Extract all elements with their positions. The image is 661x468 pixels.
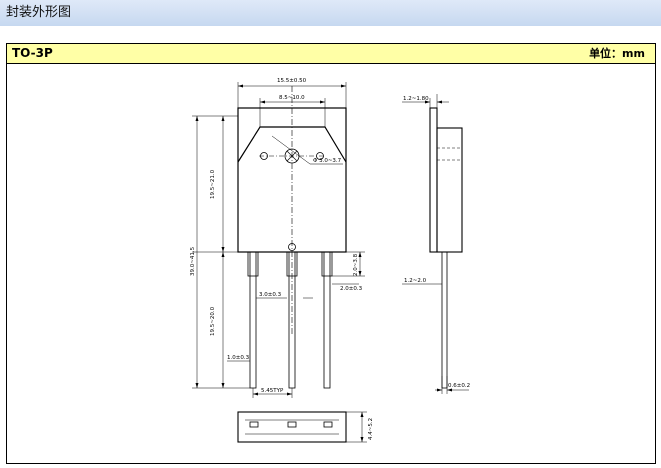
- dim-lead-thickness: 0.6±0.2: [448, 383, 470, 389]
- side-body: [436, 127, 463, 253]
- dim-lower-height: 19.5~20.0: [210, 306, 216, 336]
- dim-pin-width-left: 1.0±0.3: [227, 355, 250, 361]
- dim-body-width: 15.5±0.50: [277, 78, 307, 84]
- bottom-view: [237, 411, 347, 443]
- pin-right: [323, 251, 331, 389]
- side-lead: [441, 251, 448, 389]
- dim-pin-pitch: 5.45TYP: [261, 388, 284, 394]
- outline-drawing: 15.5±0.50 8.5~10.0 Φ 3.0~3.7 39.0~41.5 1…: [190, 78, 470, 443]
- dim-top-width: 8.5~10.0: [279, 95, 305, 101]
- dim-lead-offset: 1.2~2.0: [404, 278, 427, 284]
- side-tab: [429, 107, 438, 253]
- pin-left: [249, 251, 257, 389]
- section-title: 封装外形图: [6, 5, 72, 20]
- dim-pin-upper-length: 2.0~3.8: [353, 253, 359, 276]
- package-name: TO-3P: [12, 46, 53, 60]
- package-frame: TO-3P 单位：mm: [6, 43, 656, 464]
- unit-label: 单位：mm: [589, 47, 645, 60]
- dim-tab-thickness: 1.2~1.80: [403, 96, 429, 102]
- dim-bottom-height: 4.4~5.2: [368, 418, 374, 440]
- dim-upper-height: 19.5~21.0: [210, 169, 216, 199]
- body-chamfer: [237, 126, 347, 163]
- dim-hole-diameter: Φ 3.0~3.7: [313, 158, 342, 164]
- section-header: 封装外形图: [0, 0, 661, 26]
- package-title-bar: TO-3P 单位：mm: [7, 44, 655, 64]
- dim-total-height: 39.0~41.5: [190, 246, 196, 276]
- dim-pin-width-right: 2.0±0.3: [340, 286, 363, 292]
- dim-pin-width-mid: 3.0±0.3: [259, 292, 282, 298]
